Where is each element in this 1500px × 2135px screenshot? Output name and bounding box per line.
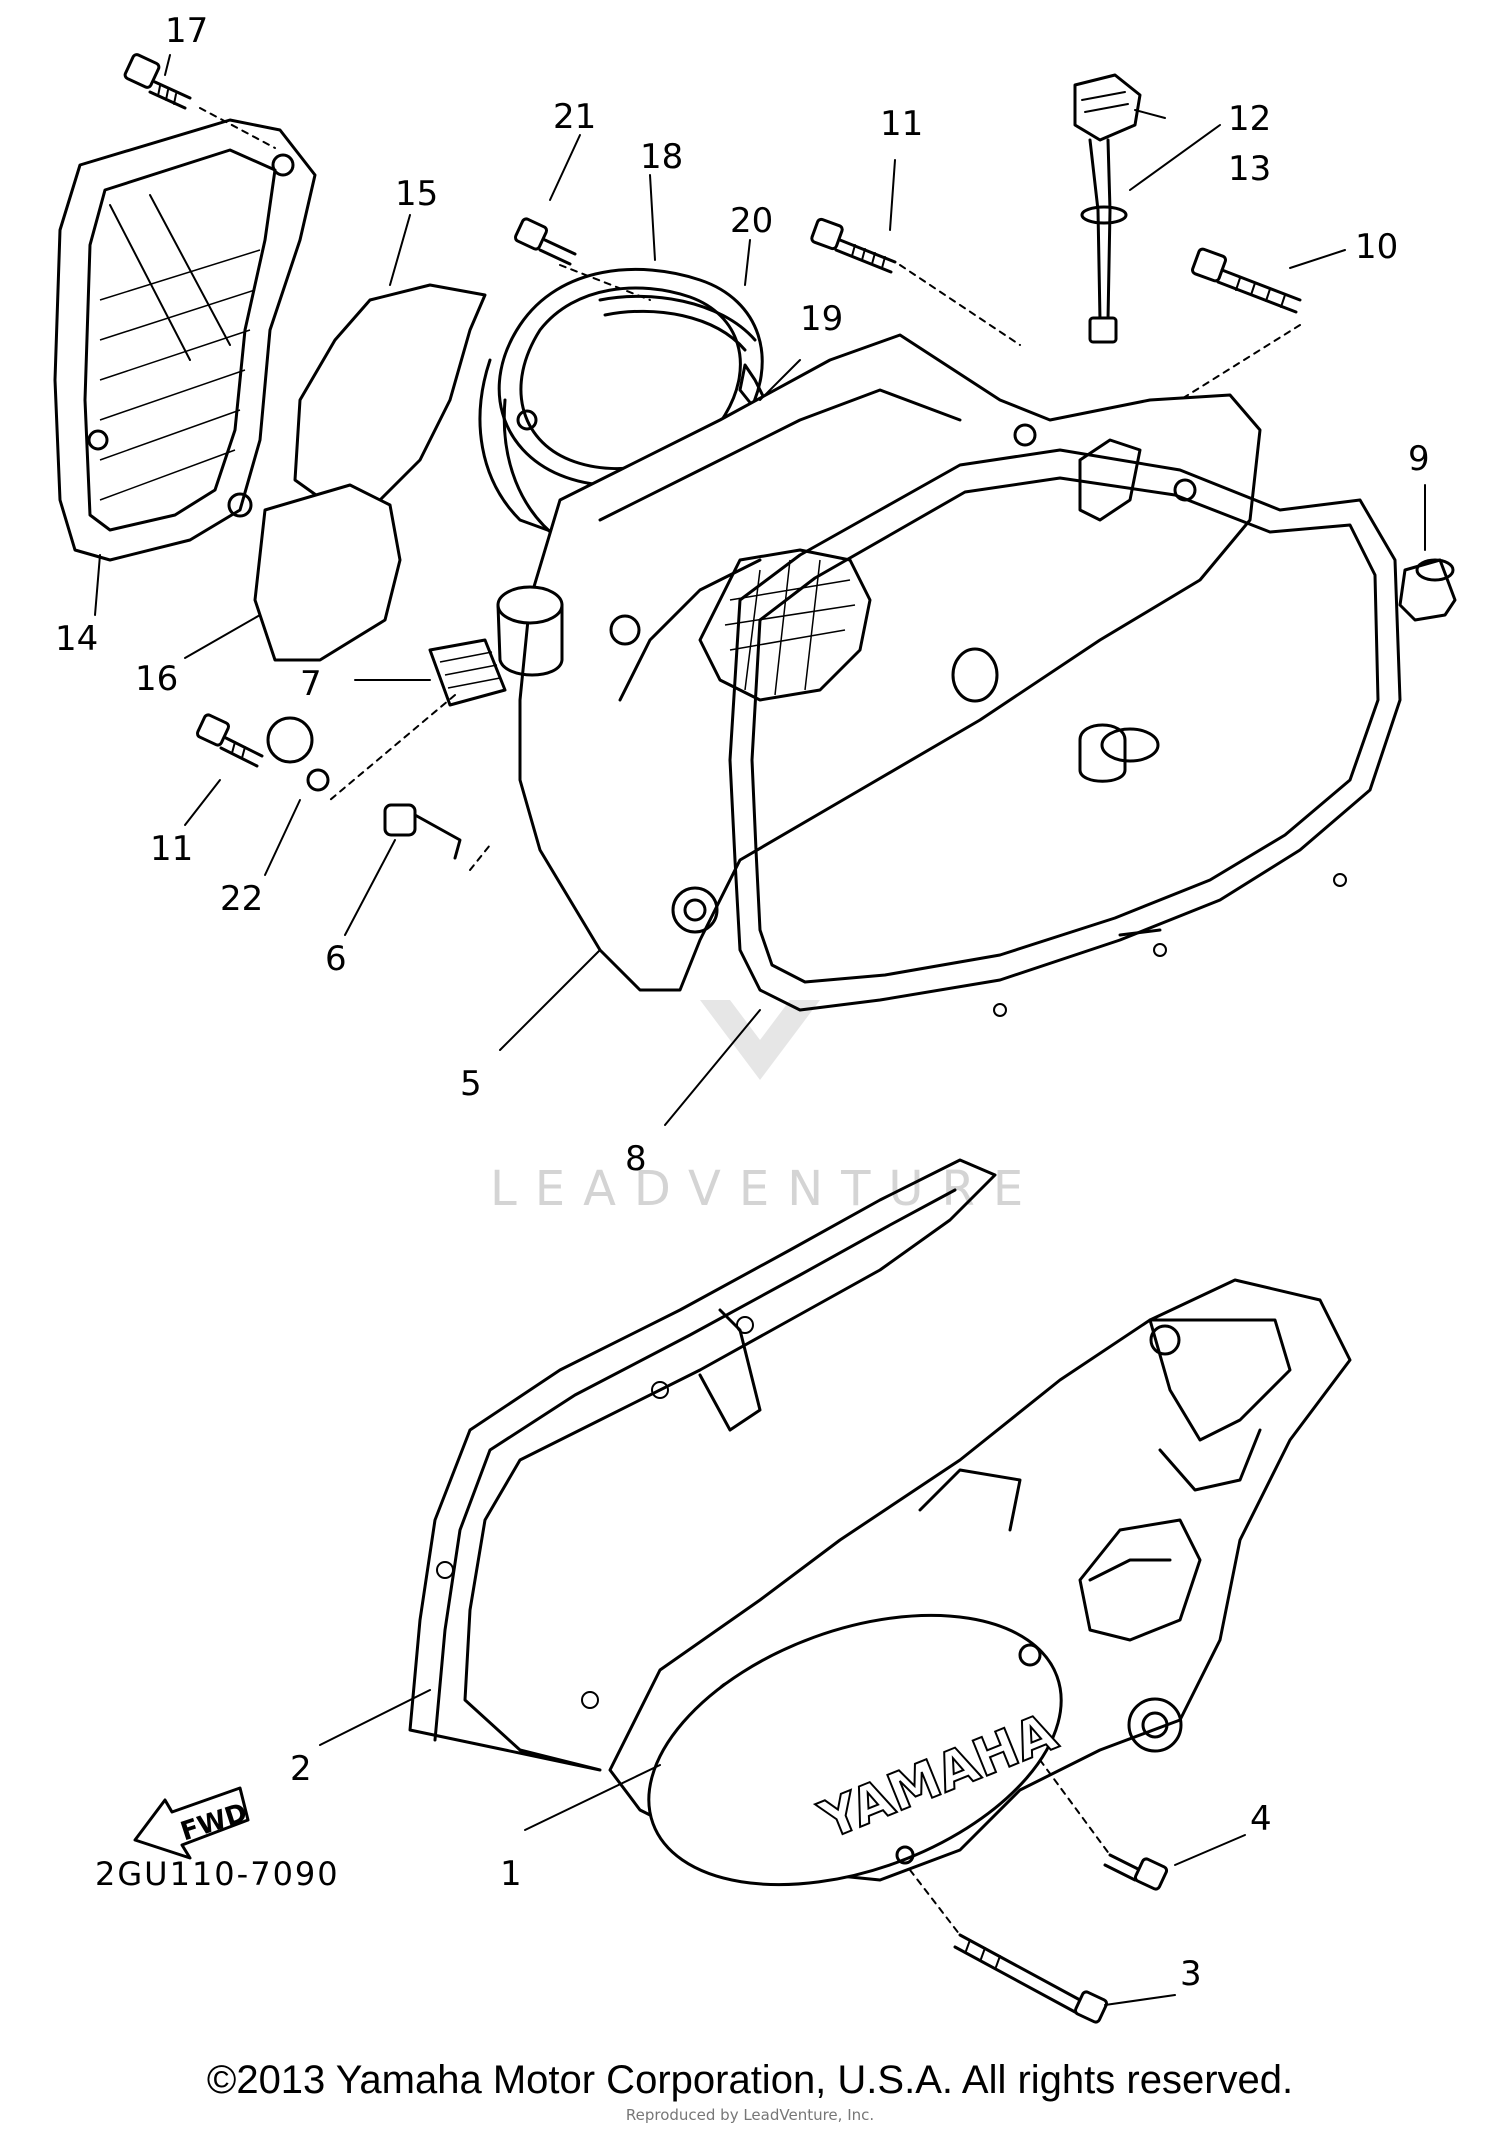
part-16-plate — [253, 483, 402, 662]
callout-5: 5 — [460, 1064, 482, 1104]
watermark: LEADVENTURE — [490, 1000, 1041, 1217]
callout-21: 21 — [553, 97, 596, 137]
leader-lines-upper — [199, 107, 1301, 871]
callout-2: 2 — [290, 1749, 312, 1789]
callout-22: 22 — [220, 879, 263, 919]
callouts-lower: 2 1 4 3 2GU110-7090 — [95, 1749, 1272, 1994]
watermark-text: LEADVENTURE — [490, 1161, 1041, 1217]
callout-3: 3 — [1180, 1954, 1202, 1994]
callout-16: 16 — [135, 659, 178, 699]
part-12-oil-cap — [1073, 73, 1142, 142]
part-3-bolt — [953, 1933, 1109, 2024]
callout-1: 1 — [500, 1854, 522, 1894]
callout-17: 17 — [165, 11, 208, 51]
callout-11-upper: 11 — [880, 104, 923, 144]
part-17-bolt — [123, 53, 192, 110]
part-8-gasket — [728, 448, 1402, 1017]
callout-7: 7 — [300, 664, 322, 704]
fwd-arrow-icon: FWD — [133, 1786, 251, 1860]
callout-14: 14 — [55, 619, 98, 659]
part-13-dipstick — [1080, 138, 1128, 344]
part-22-clip — [266, 716, 330, 792]
callout-leaders — [94, 54, 1426, 1126]
part-5-crankcase-cover — [496, 333, 1262, 992]
part-15-gasket — [293, 283, 487, 507]
callout-10: 10 — [1355, 227, 1398, 267]
part-14-side-cover — [53, 118, 317, 562]
callout-18: 18 — [640, 137, 683, 177]
part-4-bolt — [1103, 1853, 1169, 1891]
callout-13: 13 — [1228, 149, 1271, 189]
part-1-generator-cover: YAMAHA — [608, 1278, 1352, 1887]
callout-leaders-lower — [319, 1689, 1246, 2006]
part-7-block — [428, 638, 507, 707]
callout-4: 4 — [1250, 1799, 1272, 1839]
part-10-bolt — [1191, 247, 1302, 314]
callout-11-lower: 11 — [150, 829, 193, 869]
part-11-bolt-upper — [810, 217, 897, 274]
part-6-plug — [383, 803, 462, 860]
part-11-bolt-lower — [195, 713, 264, 768]
callout-19: 19 — [800, 299, 843, 339]
callout-6: 6 — [325, 939, 347, 979]
callout-8: 8 — [625, 1139, 647, 1179]
part-21-bolt — [513, 217, 577, 266]
part-2-gasket — [408, 1158, 997, 1772]
callouts-upper: 17 15 21 18 20 19 11 12 13 10 9 14 16 7 … — [55, 11, 1430, 1179]
copyright-notice: ©2013 Yamaha Motor Corporation, U.S.A. A… — [206, 2058, 1294, 2102]
drawing-code: 2GU110-7090 — [95, 1855, 340, 1893]
reproduced-by-notice: Reproduced by LeadVenture, Inc. — [625, 2106, 875, 2124]
callout-9: 9 — [1408, 439, 1430, 479]
callout-20: 20 — [730, 201, 773, 241]
part-20-ring — [598, 294, 757, 352]
callout-15: 15 — [395, 174, 438, 214]
callout-12: 12 — [1228, 99, 1271, 139]
part-9-cap — [1398, 558, 1457, 622]
